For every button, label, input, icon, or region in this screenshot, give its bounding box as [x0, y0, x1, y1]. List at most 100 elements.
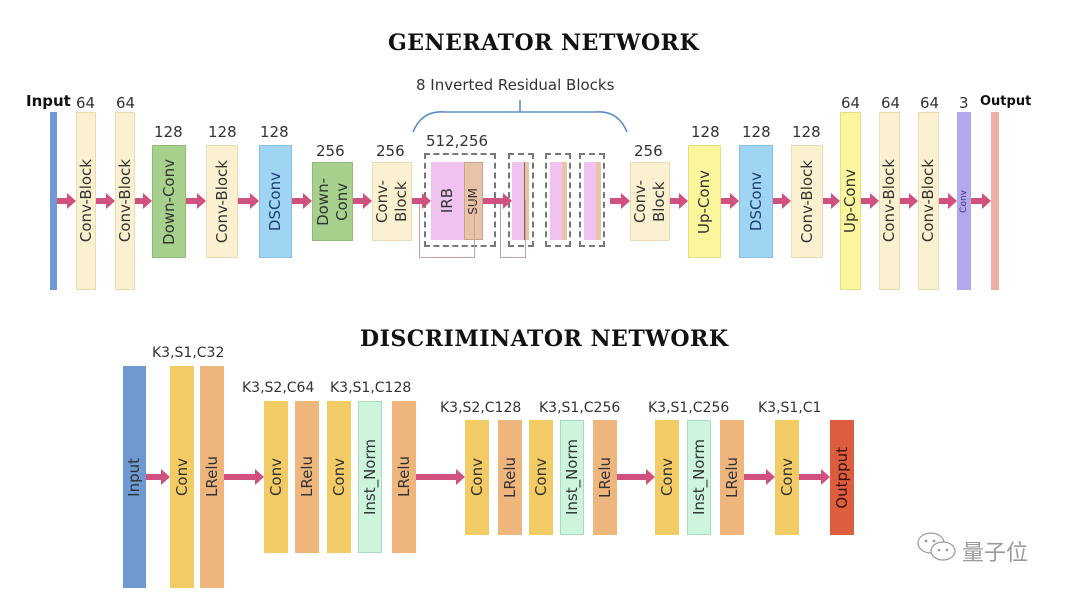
block-label: Conv	[657, 458, 676, 497]
sum-block	[524, 162, 529, 240]
sum-block	[596, 162, 601, 240]
channel-label: 256	[316, 142, 345, 160]
generator-input-bar	[50, 112, 57, 290]
layer-spec-label: K3,S1,C32	[152, 345, 225, 361]
block-label: LRelu	[722, 456, 741, 498]
disc-inst-norm: Inst_Norm	[687, 420, 711, 535]
gen-block-conv-block: Conv- Block	[630, 162, 670, 241]
disc-inst-norm: Inst_Norm	[358, 401, 382, 553]
gen-block-dsconv: DSConv	[259, 145, 292, 258]
output-label: Output	[980, 94, 1032, 109]
block-label: DSConv	[266, 171, 284, 232]
gen-block-conv-block: Conv-Block	[918, 112, 939, 290]
disc-conv: Conv	[264, 401, 288, 553]
gen-block-dsconv: DSConv	[739, 145, 773, 258]
block-label: Down- Conv	[313, 177, 351, 226]
flow-arrow	[238, 193, 259, 209]
discriminator-title: DISCRIMINATOR NETWORK	[360, 326, 729, 352]
block-label: Conv-Block	[797, 159, 816, 244]
block-label: Conv	[329, 457, 348, 497]
irb-block	[512, 162, 524, 240]
irb-block: IRB	[431, 162, 464, 240]
irb-group-label: 8 Inverted Residual Blocks	[416, 76, 615, 94]
flow-arrow	[57, 193, 76, 209]
flow-arrow	[186, 193, 206, 209]
flow-arrow	[610, 193, 630, 209]
block-label: Up-Conv	[841, 169, 859, 233]
disc-conv: Conv	[775, 420, 799, 535]
generator-output-bar	[991, 112, 999, 290]
sum-block	[562, 162, 567, 240]
block-label: Down-Conv	[159, 158, 178, 245]
block-label: LRelu	[394, 456, 413, 498]
disc-lrelu: LRelu	[720, 420, 744, 535]
layer-spec-label: K3,S1,C128	[330, 380, 412, 396]
gen-block-down-conv: Down- Conv	[312, 162, 353, 241]
channel-label: 3	[959, 94, 969, 112]
block-label: Inst_Norm	[562, 439, 581, 516]
channel-label: 256	[634, 142, 663, 160]
flow-arrow	[823, 193, 840, 209]
disc-lrelu: LRelu	[200, 366, 224, 588]
layer-spec-label: K3,S2,C128	[440, 400, 522, 416]
gen-block-up-conv: Up-Conv	[688, 145, 721, 258]
disc-conv: Conv	[529, 420, 553, 535]
block-label: Conv-Block	[115, 159, 134, 243]
channel-label: 64	[76, 94, 96, 112]
gen-block-conv-block: Conv-Block	[206, 145, 238, 258]
block-label: Conv	[531, 458, 550, 497]
gen-block-down-conv: Down-Conv	[152, 145, 186, 258]
block-label: Inst_Norm	[360, 438, 379, 516]
flow-arrow	[861, 193, 879, 209]
block-label: LRelu	[595, 456, 614, 498]
flow-arrow	[483, 193, 512, 209]
channel-label: 64	[841, 94, 861, 112]
flow-arrow	[900, 193, 918, 209]
layer-spec-label: K3,S1,C256	[539, 400, 621, 416]
flow-arrow	[799, 469, 830, 485]
flow-arrow	[721, 193, 739, 209]
layer-spec-label: K3,S1,C1	[758, 400, 822, 416]
block-label: DSConv	[746, 171, 765, 232]
gen-block-up-conv: Up-Conv	[840, 112, 861, 290]
block-label: Conv-Block	[919, 159, 937, 243]
channel-label: 128	[792, 123, 821, 141]
disc-conv: Conv	[327, 401, 351, 553]
block-label: LRelu	[202, 456, 221, 498]
irb-block	[584, 162, 596, 240]
irb-block-frame	[579, 153, 605, 247]
block-label: LRelu	[500, 456, 519, 498]
block-label: Conv-Block	[76, 159, 95, 243]
block-label: Conv-Block	[212, 159, 231, 244]
layer-spec-label: K3,S2,C64	[242, 380, 315, 396]
gen-block-conv-block: Conv-Block	[76, 112, 96, 290]
input-label: Input	[26, 92, 71, 110]
flow-arrow	[224, 469, 264, 485]
flow-arrow	[353, 193, 372, 209]
block-label: Conv	[777, 458, 796, 497]
channel-label: 128	[260, 123, 289, 141]
disc-lrelu: LRelu	[498, 420, 522, 535]
flow-arrow	[96, 193, 115, 209]
flow-arrow	[146, 469, 170, 485]
channel-label: 128	[691, 123, 720, 141]
channel-label: 128	[208, 123, 237, 141]
block-label: Conv	[467, 458, 486, 497]
block-label: Conv	[172, 457, 191, 497]
gen-block-conv-block: Conv-Block	[879, 112, 900, 290]
block-label: Outpput	[832, 446, 851, 509]
channel-label: 256	[376, 142, 405, 160]
block-label: Conv- Block	[373, 179, 410, 224]
block-label: Conv- Block	[631, 179, 668, 224]
flow-arrow	[292, 193, 312, 209]
watermark-text: 量子位	[962, 541, 1029, 566]
disc-lrelu: LRelu	[593, 420, 617, 535]
block-label: Up-Conv	[695, 169, 713, 234]
disc-conv: Conv	[465, 420, 489, 535]
flow-arrow	[670, 193, 688, 209]
gen-block-conv: Conv	[957, 112, 971, 290]
disc-lrelu: LRelu	[295, 401, 319, 553]
channel-label: 64	[920, 94, 940, 112]
channel-label: 64	[881, 94, 901, 112]
block-label: Input	[125, 457, 143, 497]
